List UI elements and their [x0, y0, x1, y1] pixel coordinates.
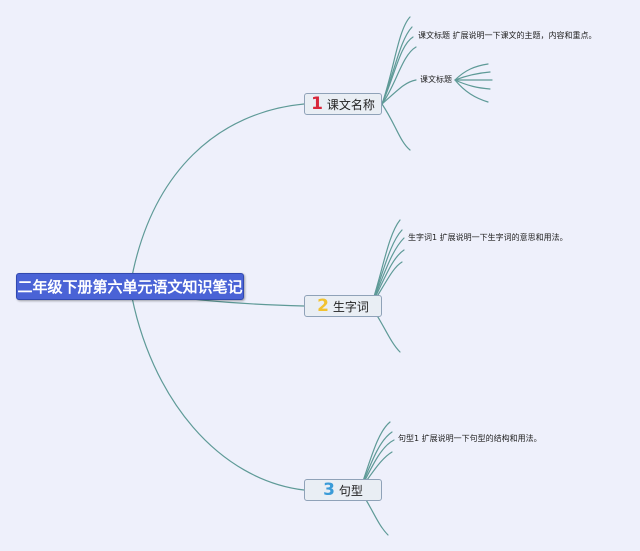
connector-root-to-branch-3 — [129, 286, 305, 491]
branch-number-1: 1 — [311, 94, 323, 114]
note-new-words-explanation[interactable]: 生字词1 扩展说明一下生字词的意思和用法。 — [408, 233, 568, 242]
note-lesson-title-explanation[interactable]: 课文标题 扩展说明一下课文的主题，内容和重点。 — [418, 31, 597, 40]
branch-number-3: 3 — [323, 480, 335, 500]
branch-label-lesson-name: 课文名称 — [326, 97, 375, 112]
note-lesson-title[interactable]: 课文标题 — [420, 75, 452, 84]
branch-number-2: 2 — [317, 296, 329, 316]
branch-label-sentence-patterns: 句型 — [338, 483, 363, 498]
branch-sentence-patterns[interactable]: 3 句型 — [304, 479, 382, 501]
branch-new-words[interactable]: 2 生字词 — [304, 295, 382, 317]
branch-lesson-name[interactable]: 1 课文名称 — [304, 93, 382, 115]
root-topic-label: 二年级下册第六单元语文知识笔记 — [17, 278, 243, 296]
root-topic[interactable]: 二年级下册第六单元语文知识笔记 — [16, 273, 244, 300]
note-sentence-pattern-explanation[interactable]: 句型1 扩展说明一下句型的结构和用法。 — [398, 434, 542, 443]
connector-root-to-branch-1 — [129, 103, 305, 288]
branch-label-new-words: 生字词 — [332, 299, 369, 314]
